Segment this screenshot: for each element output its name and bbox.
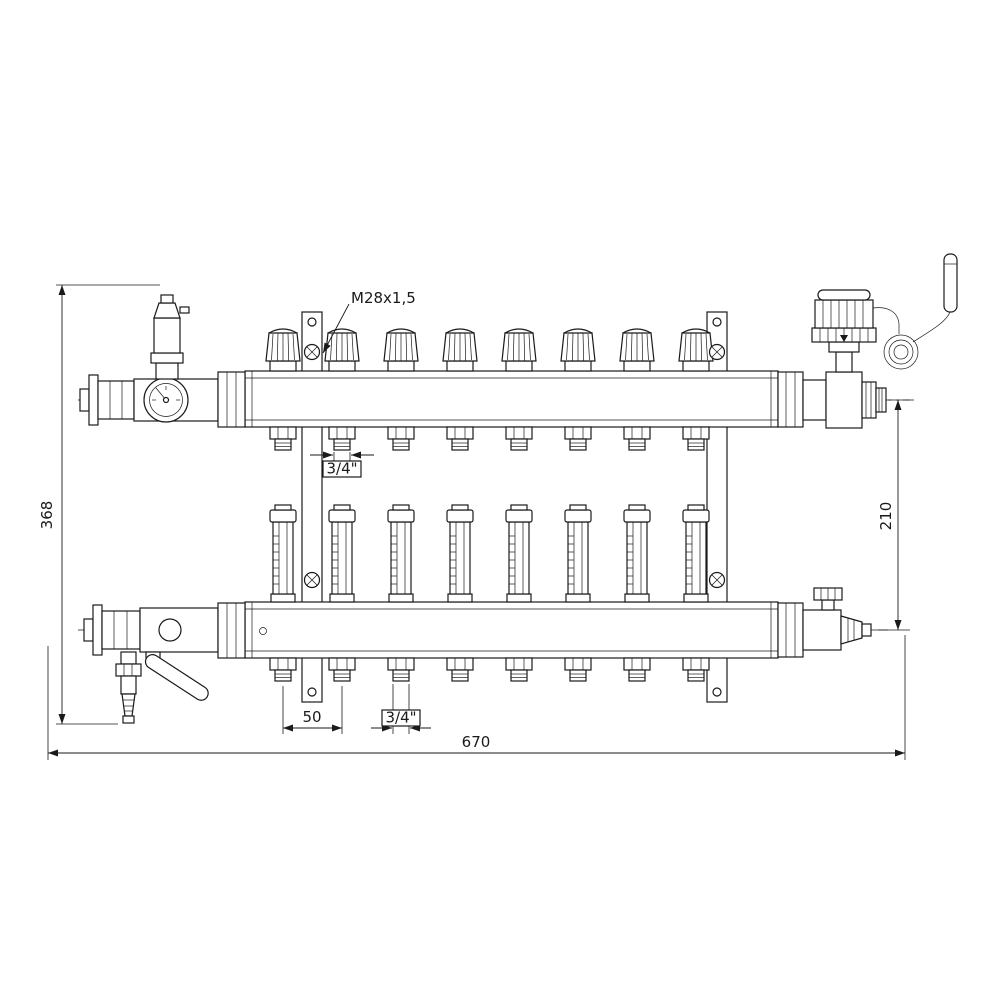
drain-valve-body <box>802 609 842 651</box>
supply-right-end-group <box>777 253 958 429</box>
pipe-stub <box>79 388 90 412</box>
dim-total-width: 670 <box>47 635 906 760</box>
center-lines <box>78 399 914 631</box>
dim-thread-bottom-label: 3/4" <box>385 709 416 727</box>
setting-indicator <box>840 335 848 342</box>
dim-center-distance: 210 <box>874 399 910 631</box>
outlet-nut <box>269 426 297 451</box>
valve-cap <box>678 328 714 372</box>
outlet-nut <box>505 426 533 451</box>
return-right-end-group <box>777 587 872 658</box>
drain-outlet <box>115 651 142 724</box>
pressure-gauge <box>143 377 189 423</box>
valve-cap <box>619 328 655 372</box>
outlet-nut <box>328 657 356 682</box>
dim-spacing-label: 50 <box>302 708 321 726</box>
flow-meter <box>328 504 356 603</box>
union-nut-return-left <box>217 602 246 659</box>
valve-cap <box>383 328 419 372</box>
pipe-stub <box>83 618 94 642</box>
vent-spout <box>179 306 190 314</box>
bracket-screw-icon <box>303 571 321 589</box>
outlet-nut <box>387 426 415 451</box>
supply-left-end-group <box>79 294 246 428</box>
dim-outlet-spacing: 50 <box>282 686 343 734</box>
bracket-screw-icon <box>303 343 321 361</box>
bracket-screw-icon <box>708 571 726 589</box>
fill-drain-valve-body <box>139 607 219 653</box>
return-manifold-bar <box>244 601 779 659</box>
pipe-segment <box>802 379 827 421</box>
valve-cap <box>265 328 301 372</box>
end-flange <box>92 604 103 656</box>
union-nut-return-right <box>777 602 804 658</box>
dim-height-label: 368 <box>38 501 56 530</box>
outlet-nut <box>446 657 474 682</box>
outlet-nut <box>564 426 592 451</box>
dim-total-height: 368 <box>38 284 160 725</box>
valve-cap <box>324 328 360 372</box>
flow-meter <box>564 504 592 603</box>
dim-thread-top-label: 3/4" <box>326 460 357 478</box>
outlet-nut <box>505 657 533 682</box>
outlet-nut <box>682 657 710 682</box>
valve-cap <box>560 328 596 372</box>
end-hex-plug <box>101 610 141 650</box>
outlet-nut <box>269 657 297 682</box>
flow-meter <box>505 504 533 603</box>
dim-thread-bottom: 3/4" <box>371 684 431 734</box>
valve-thread-label: M28x1,5 <box>351 289 416 307</box>
dim-thread-top: 3/4" <box>310 451 374 478</box>
dim-center-distance-label: 210 <box>877 502 895 531</box>
thermostatic-head <box>811 289 877 373</box>
end-hex-plug <box>97 380 135 420</box>
union-nut-supply-right <box>777 371 804 428</box>
outlet-nut <box>446 426 474 451</box>
flow-meter <box>446 504 474 603</box>
outlet-nut <box>328 426 356 451</box>
label-valve-thread: M28x1,5 <box>322 289 416 354</box>
male-end-connector <box>861 381 887 419</box>
flow-meter <box>682 504 710 603</box>
valve-cap-row <box>265 328 714 372</box>
valve-cap <box>442 328 478 372</box>
drain-cap <box>122 715 135 724</box>
valve-cap <box>501 328 537 372</box>
outlet-nut <box>682 426 710 451</box>
dim-width-label: 670 <box>462 733 491 751</box>
drain-valve-knob <box>813 587 843 611</box>
remote-sensor <box>943 253 958 313</box>
thermostatic-valve-body <box>825 371 863 429</box>
outlet-nut <box>623 426 651 451</box>
flow-meter-row <box>269 504 710 603</box>
supply-outlet-row <box>269 426 710 451</box>
union-nut-supply-left <box>217 371 246 428</box>
flow-meter <box>387 504 415 603</box>
air-vent <box>150 294 190 380</box>
end-flange <box>88 374 99 426</box>
supply-manifold-bar <box>244 370 779 428</box>
outlet-nut <box>387 657 415 682</box>
capillary-tube <box>872 307 951 370</box>
return-left-end-group <box>83 602 246 724</box>
flow-meter <box>269 504 297 603</box>
flow-meter <box>623 504 651 603</box>
bracket-screw-icon <box>708 343 726 361</box>
valve-lever-handle <box>144 654 209 701</box>
return-outlet-row <box>269 657 710 682</box>
drain-spout <box>840 615 872 645</box>
outlet-nut <box>564 657 592 682</box>
outlet-nut <box>623 657 651 682</box>
